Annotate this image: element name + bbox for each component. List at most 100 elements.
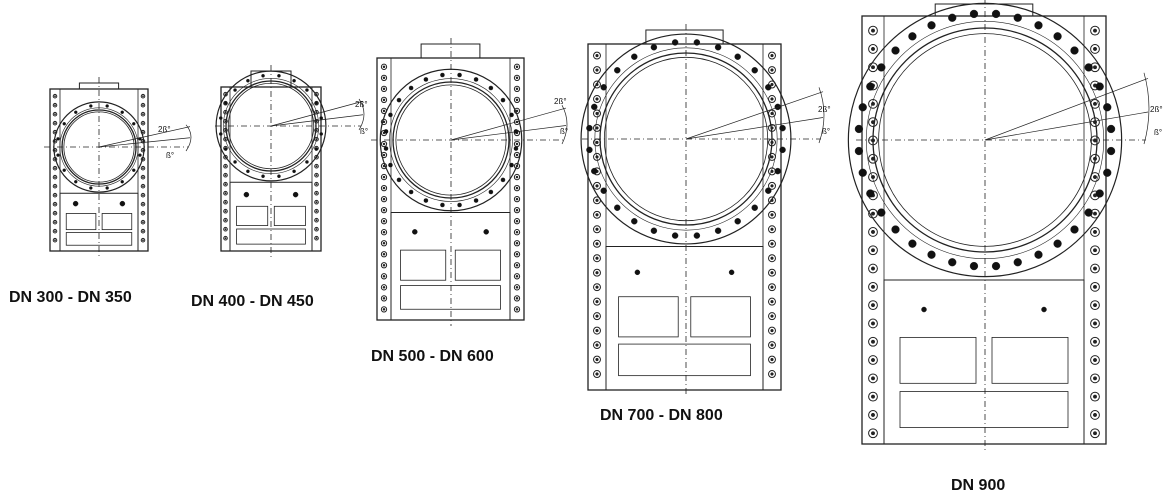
mounting-bolt bbox=[483, 229, 489, 235]
angle-label-single: ß° bbox=[822, 127, 830, 136]
flange-bolt bbox=[866, 189, 875, 198]
lower-cavity bbox=[618, 296, 679, 338]
flange-bolt bbox=[1106, 146, 1116, 156]
side-bolt-hole-center bbox=[595, 213, 599, 217]
side-bolt-hole-center bbox=[595, 271, 599, 275]
flange-bolt bbox=[89, 104, 93, 108]
flange-bolt bbox=[927, 21, 936, 30]
flange-bolt bbox=[714, 44, 722, 51]
side-bolt-hole bbox=[768, 51, 776, 60]
caption-dn300: DN 300 - DN 350 bbox=[9, 289, 132, 306]
side-bolt-hole bbox=[140, 237, 146, 243]
side-bolt-hole-center bbox=[382, 153, 386, 157]
side-bolt-hole-center bbox=[870, 412, 876, 417]
angle-line-b bbox=[450, 125, 567, 141]
flange-bolt bbox=[1034, 250, 1043, 259]
side-bolt-hole bbox=[223, 217, 228, 223]
side-bolt-hole-center bbox=[870, 394, 876, 399]
side-bolt-hole bbox=[314, 208, 319, 214]
side-bolt-hole-center bbox=[595, 300, 599, 304]
side-bolt-hole-center bbox=[142, 203, 144, 206]
top-flange bbox=[420, 43, 481, 59]
side-bolt-hole-center bbox=[54, 221, 56, 224]
side-bolt-hole-center bbox=[1092, 65, 1098, 70]
flange-bolt bbox=[1013, 258, 1022, 267]
flange-bolt bbox=[423, 198, 429, 203]
flange-bolt bbox=[631, 218, 638, 225]
side-bolt-hole-center bbox=[1092, 211, 1098, 216]
lower-cavity bbox=[991, 336, 1069, 384]
flange-bolt bbox=[138, 153, 142, 157]
side-bolt-hole-center bbox=[770, 314, 774, 318]
side-bolt-hole bbox=[513, 195, 521, 203]
flange-bolt bbox=[408, 189, 414, 195]
side-bolt-hole-center bbox=[315, 192, 318, 195]
side-bolt-hole bbox=[513, 162, 521, 170]
side-bolt-hole-center bbox=[142, 113, 144, 116]
side-bolt-hole bbox=[593, 254, 601, 263]
side-bolt-hole-center bbox=[1092, 394, 1098, 399]
side-bolt-hole-center bbox=[515, 263, 519, 267]
side-bolt-hole bbox=[868, 318, 878, 329]
side-bolt-hole-center bbox=[54, 131, 56, 134]
lower-cavity bbox=[454, 249, 501, 281]
side-bolt-hole-center bbox=[515, 208, 519, 212]
side-bolt-hole bbox=[868, 153, 878, 164]
flange-bolt bbox=[62, 122, 66, 126]
flange-bolt bbox=[277, 174, 281, 178]
lower-cavity bbox=[690, 296, 751, 338]
side-bolt-hole-center bbox=[382, 286, 386, 289]
flange-bolt bbox=[877, 63, 886, 72]
side-bolt-hole-center bbox=[770, 256, 774, 260]
side-bolt-hole-center bbox=[382, 208, 386, 212]
side-bolt-hole-center bbox=[54, 239, 56, 242]
side-bolt-hole bbox=[223, 199, 228, 205]
side-bolt-hole-center bbox=[770, 285, 774, 289]
side-bolt-hole bbox=[140, 111, 146, 117]
side-bolt-hole bbox=[314, 235, 319, 241]
side-bolt-hole bbox=[593, 326, 601, 335]
caption-dn700: DN 700 - DN 800 bbox=[600, 407, 723, 424]
flange-bolt bbox=[854, 146, 864, 156]
side-bolt-hole-center bbox=[1092, 339, 1098, 344]
side-bolt-hole-center bbox=[1092, 284, 1098, 289]
side-bolt-hole-center bbox=[515, 274, 519, 278]
side-bolt-hole bbox=[1090, 245, 1100, 256]
side-bolt-hole bbox=[380, 195, 388, 203]
side-bolt-hole bbox=[140, 102, 146, 108]
side-bolt-hole bbox=[1090, 355, 1100, 365]
lower-cavity bbox=[65, 213, 97, 231]
lower-cavity bbox=[400, 285, 501, 310]
flange-bolt bbox=[500, 177, 506, 183]
flange-bolt bbox=[383, 129, 389, 134]
side-bolt-hole-center bbox=[870, 376, 876, 381]
flange-bolt bbox=[219, 132, 223, 136]
top-flange bbox=[645, 29, 724, 45]
flange-bolt bbox=[948, 13, 957, 22]
flange-bolt bbox=[314, 101, 319, 105]
flange-bolt bbox=[319, 132, 323, 136]
top-flange bbox=[934, 3, 1034, 17]
side-bolt-hole bbox=[768, 210, 776, 219]
side-bolt-hole bbox=[380, 118, 388, 126]
side-bolt-hole-center bbox=[224, 219, 227, 222]
side-bolt-hole bbox=[593, 181, 601, 190]
side-bolt-hole bbox=[768, 297, 776, 306]
flange-bolt bbox=[858, 168, 867, 177]
flange-bolt bbox=[779, 146, 786, 154]
flange-bolt bbox=[1070, 225, 1079, 234]
side-bolt-hole-center bbox=[515, 230, 519, 234]
side-bolt-hole-center bbox=[595, 184, 599, 188]
side-bolt-hole-center bbox=[142, 131, 144, 134]
flange-bolt bbox=[223, 147, 228, 151]
lower-cavity bbox=[899, 336, 977, 384]
flange-bolt bbox=[600, 84, 607, 91]
flange-bolt bbox=[631, 53, 638, 60]
flange-bolt bbox=[457, 202, 462, 208]
flange-bolt bbox=[969, 9, 979, 19]
flange-bolt bbox=[765, 187, 772, 194]
side-bolt-hole bbox=[768, 355, 776, 364]
mounting-bolt bbox=[412, 229, 418, 235]
side-bolt-hole-center bbox=[870, 303, 876, 308]
lower-cavity bbox=[899, 391, 1069, 428]
